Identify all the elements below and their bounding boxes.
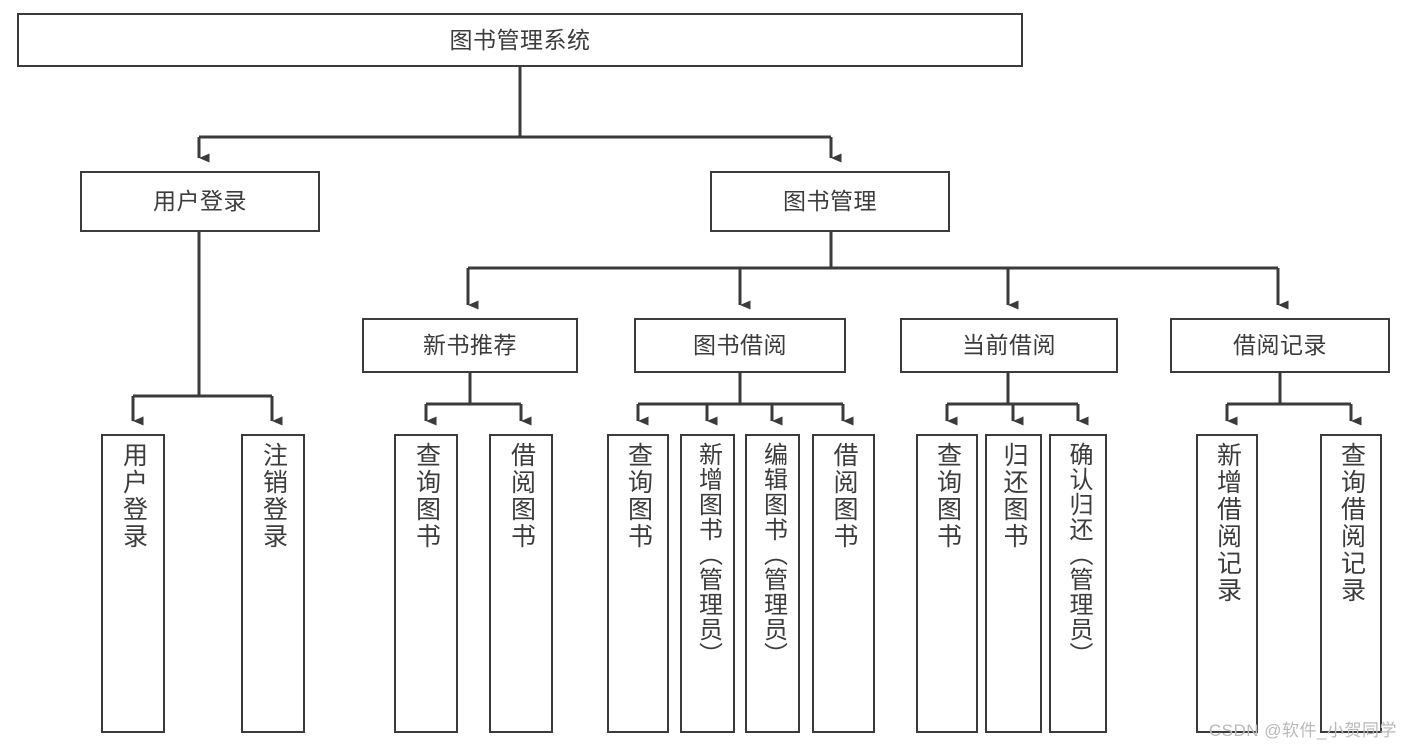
node-leaf-query-book-3-label: 查询图书 [933, 442, 962, 550]
node-leaf-query-book-1-label: 查询图书 [412, 442, 441, 550]
node-book-borrow-label: 图书借阅 [693, 332, 787, 359]
node-leaf-edit-book[interactable]: 编辑图书（管理员） [745, 434, 800, 733]
node-leaf-add-book[interactable]: 新增图书（管理员） [680, 434, 735, 733]
node-leaf-query-book-1[interactable]: 查询图书 [394, 434, 458, 733]
node-leaf-borrow-book-1[interactable]: 借阅图书 [489, 434, 553, 733]
node-leaf-user-login-label: 用户登录 [119, 442, 148, 550]
node-leaf-query-record-label: 查询借阅记录 [1337, 442, 1366, 604]
node-leaf-add-record[interactable]: 新增借阅记录 [1196, 434, 1258, 733]
node-leaf-user-login[interactable]: 用户登录 [101, 434, 165, 733]
node-leaf-query-book-2[interactable]: 查询图书 [607, 434, 669, 733]
node-leaf-query-book-2-label: 查询图书 [624, 442, 653, 550]
node-root[interactable]: 图书管理系统 [17, 13, 1023, 67]
node-user-login-label: 用户登录 [153, 188, 247, 215]
node-leaf-confirm-return-label: 确认归还（管理员） [1065, 442, 1092, 667]
node-new-book-recommend[interactable]: 新书推荐 [362, 318, 578, 373]
node-leaf-add-book-label: 新增图书（管理员） [694, 442, 722, 667]
node-book-management[interactable]: 图书管理 [710, 171, 950, 232]
node-leaf-query-book-3[interactable]: 查询图书 [916, 434, 978, 733]
node-current-borrow[interactable]: 当前借阅 [900, 318, 1118, 373]
node-leaf-edit-book-label: 编辑图书（管理员） [759, 442, 787, 667]
node-root-label: 图书管理系统 [449, 26, 591, 53]
node-new-book-recommend-label: 新书推荐 [423, 332, 517, 359]
node-leaf-query-record[interactable]: 查询借阅记录 [1320, 434, 1382, 733]
node-leaf-return-book-label: 归还图书 [1000, 442, 1028, 550]
node-leaf-confirm-return[interactable]: 确认归还（管理员） [1049, 434, 1107, 733]
node-borrow-record[interactable]: 借阅记录 [1170, 318, 1390, 373]
node-leaf-logout[interactable]: 注销登录 [241, 434, 305, 733]
node-leaf-return-book[interactable]: 归还图书 [985, 434, 1042, 733]
node-book-management-label: 图书管理 [783, 188, 877, 215]
node-leaf-borrow-book-1-label: 借阅图书 [507, 442, 536, 550]
node-leaf-logout-label: 注销登录 [259, 442, 288, 550]
node-leaf-add-record-label: 新增借阅记录 [1213, 442, 1242, 604]
node-current-borrow-label: 当前借阅 [962, 332, 1056, 359]
node-book-borrow[interactable]: 图书借阅 [634, 318, 846, 373]
node-borrow-record-label: 借阅记录 [1233, 332, 1327, 359]
node-user-login[interactable]: 用户登录 [80, 171, 320, 232]
node-leaf-borrow-book-2[interactable]: 借阅图书 [812, 434, 875, 733]
csdn-watermark: CSDN @软件_小贺同学 [1208, 721, 1397, 740]
node-leaf-borrow-book-2-label: 借阅图书 [830, 442, 858, 550]
